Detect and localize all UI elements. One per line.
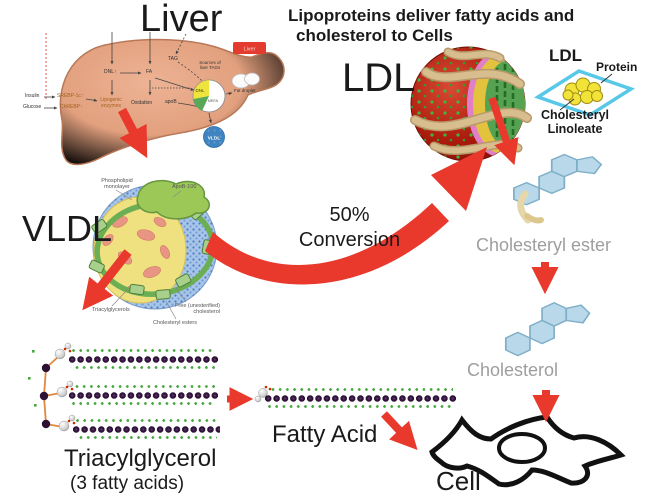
liver-illustration: DNL NEFA Liver VLDL <box>44 32 285 166</box>
liver-insulin-label: Insulin <box>25 93 40 99</box>
liver-pie-title: Sources of liver TAGs <box>199 60 221 71</box>
liver-lipogenic-label: Lipogenic enzymes <box>100 97 122 109</box>
liver-apob-label: apoB <box>165 99 177 105</box>
free-fatty-acid-chain <box>264 387 456 409</box>
carbon-bead-row <box>68 354 218 364</box>
liver-srebp-label: SREBP-1c↑ <box>57 93 84 99</box>
arrow-conversion-head <box>431 147 487 211</box>
linoleate-leader-line <box>559 98 575 111</box>
liver-fat-droplet-label: Fat droplet <box>234 88 256 93</box>
vldl-label-leaders <box>111 189 187 320</box>
vldl-sphere-illustration <box>88 179 218 320</box>
green-dots-row <box>71 401 215 406</box>
ldl-sphere-illustration <box>410 46 532 162</box>
header-line2: cholesterol to Cells <box>296 26 453 45</box>
vldl-free-cholesterol-label: Free (unesterified) cholesterol <box>175 303 220 316</box>
inset-cholesteryl-linoleate-label: Cholesteryl Linoleate <box>540 108 610 137</box>
vldl-triacylglycerols-label: Triacylglycerols <box>92 307 130 313</box>
liver-pathway-arrows <box>44 32 233 124</box>
mini-vldl-sphere: VLDL <box>203 126 225 148</box>
cholesterol-structure <box>504 301 591 357</box>
triacylglycerol-label: Triacylglycerol <box>64 445 217 472</box>
cell-nucleus <box>497 432 547 464</box>
tag-chain-3 <box>72 418 220 440</box>
cholesteryl-ester-label: Cholesteryl ester <box>476 235 612 255</box>
ldl-inset-diagram <box>533 69 636 117</box>
arrow-fatty-acid-to-cell <box>381 411 418 450</box>
liver-badge: Liver <box>233 42 266 54</box>
header-line1: Lipoproteins deliver fatty acids and <box>288 6 575 25</box>
vldl-free-cholesterol-blocks <box>88 204 214 300</box>
pie-nefa-label: NEFA <box>208 98 219 103</box>
green-dots-row <box>71 384 215 389</box>
inset-cholesteryl-blobs <box>562 77 603 106</box>
vldl-label: VLDL <box>22 208 113 249</box>
pie-slice-diet <box>193 96 209 111</box>
liver-shape <box>59 38 285 166</box>
vldl-apob100-label: ApoB-100 <box>172 184 197 190</box>
three-fatty-acids-label: (3 fatty acids) <box>70 473 185 494</box>
ldl-label: LDL <box>342 56 416 100</box>
pie-dnl-label: DNL <box>195 88 204 93</box>
arrow-conversion-curve <box>205 203 449 285</box>
triacylglycerol-backbone <box>28 342 76 432</box>
liver-badge-label: Liver <box>244 47 256 53</box>
liver-title: Liver <box>140 0 223 40</box>
vldl-phospholipid-label: Phospholipid monolayer <box>101 178 133 191</box>
liver-fa-label: FA <box>146 69 153 75</box>
liver-glucose-label: Glucose <box>23 104 42 110</box>
cholesteryl-ester-structure <box>513 153 603 224</box>
fatty-acid-label: Fatty Acid <box>272 421 378 448</box>
inset-ldl-label: LDL <box>549 46 583 65</box>
conversion-label: 50% Conversion <box>298 204 401 251</box>
cell-illustration <box>429 414 626 488</box>
mini-vldl-label: VLDL <box>208 136 221 142</box>
green-dots-row <box>75 435 217 440</box>
carbon-bead-row <box>264 393 456 403</box>
green-dots-row <box>71 365 215 370</box>
carbon-bead-row <box>68 390 218 400</box>
fat-droplet-illustration <box>231 72 260 89</box>
green-dots-row <box>267 387 453 392</box>
liver-dnl-label: DNL↑ <box>104 69 117 75</box>
liver-tag-label: TAG <box>168 56 178 62</box>
tag-chain-2 <box>68 384 218 406</box>
vldl-apob-blob <box>136 179 211 220</box>
arrow-vldl-to-triacylglycerol <box>82 249 132 311</box>
flow-arrows <box>82 96 560 450</box>
liver-oxidation-label: Oxidation <box>131 100 153 106</box>
cell-label: Cell <box>436 466 481 496</box>
inset-protein-label: Protein <box>596 60 638 74</box>
green-dots-row <box>75 418 217 423</box>
arrow-liver-to-vldl <box>118 107 148 159</box>
arrow-ldl-to-ester <box>488 96 519 166</box>
pie-slice-dnl <box>193 80 209 99</box>
carbon-bead-row <box>72 424 220 434</box>
green-dots-row <box>71 348 215 353</box>
liver-chrebp-label: ChREBP↑ <box>60 104 83 110</box>
cholesterol-label: Cholesterol <box>467 360 559 380</box>
liver-tag-pie-chart: DNL NEFA <box>192 79 226 113</box>
tag-chain-1 <box>68 348 218 370</box>
vldl-cholesteryl-esters-label: Cholesteryl esters <box>153 320 198 326</box>
protein-leader-line <box>600 73 613 84</box>
green-dots-row <box>267 404 453 409</box>
